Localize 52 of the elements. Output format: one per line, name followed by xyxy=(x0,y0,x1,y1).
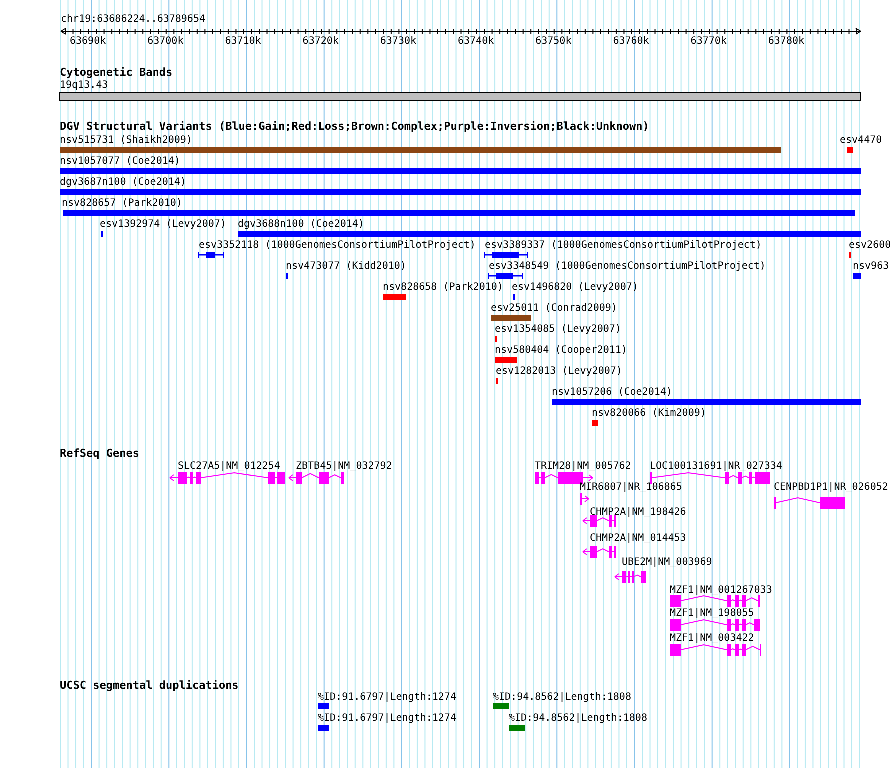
gene-label: CHMP2A|NM_014453 xyxy=(590,533,686,544)
variant-label: esv3389337 (1000GenomesConsortiumPilotProject) xyxy=(485,240,762,251)
variant-label: nsv580404 (Cooper2011) xyxy=(495,345,628,356)
tick-label: 63740k xyxy=(458,36,494,47)
tick-label: 63710k xyxy=(225,36,262,47)
gene-label: SLC27A5|NM_012254 xyxy=(178,461,280,472)
gene-label: MZF1|NM_198055 xyxy=(670,608,754,619)
coordinate-label: chr19:63686224..63789654 xyxy=(61,14,206,25)
tick-label: 63760k xyxy=(613,36,650,47)
variant-label: esv1392974 (Levy2007) xyxy=(100,219,226,230)
band-label: 19q13.43 xyxy=(60,80,108,91)
variant-label: esv1496820 (Levy2007) xyxy=(512,282,638,293)
gene-label: CENPBD1P1|NR_026052 xyxy=(774,482,888,493)
variant-label: dgv3688n100 (Coe2014) xyxy=(238,219,364,230)
tick-label: 63700k xyxy=(148,36,184,47)
variant-label: esv25011 (Conrad2009) xyxy=(491,303,618,314)
variant-label: esv1282013 (Levy2007) xyxy=(496,366,622,377)
tick-label: 63780k xyxy=(768,36,805,47)
tick-label: 63720k xyxy=(302,36,339,47)
variant-label: esv3348549 (1000GenomesConsortiumPilotProject) xyxy=(489,261,766,272)
track-title: Cytogenetic Bands xyxy=(60,67,173,78)
variant-label: nsv828657 (Park2010) xyxy=(62,198,182,209)
variant-label: esv1354085 (Levy2007) xyxy=(495,324,622,335)
tick-label: 63690k xyxy=(70,36,106,47)
variant-label: esv4470 xyxy=(840,135,882,146)
gene-label: UBE2M|NM_003969 xyxy=(622,557,712,568)
tick-label: 63730k xyxy=(380,36,417,47)
variant-label: nsv473077 (Kidd2010) xyxy=(286,261,406,272)
gene-label: ZBTB45|NM_032792 xyxy=(296,461,392,472)
duplication-label: %ID:91.6797|Length:1274 xyxy=(318,692,456,703)
gene-label: LOC100131691|NR_027334 xyxy=(650,461,782,472)
variant-label: dgv3687n100 (Coe2014) xyxy=(60,177,186,188)
gene-label: MZF1|NM_003422 xyxy=(670,633,754,644)
tick-label: 63770k xyxy=(690,36,727,47)
duplication-label: %ID:94.8562|Length:1808 xyxy=(493,692,632,703)
track-title: UCSC segmental duplications xyxy=(60,680,239,691)
variant-label: nsv963 xyxy=(853,261,890,272)
track-title: DGV Structural Variants (Blue:Gain;Red:Loss;Brown:Complex;Purple:Inversion;Black:Unknown) xyxy=(60,121,650,132)
variant-label: nsv820066 (Kim2009) xyxy=(592,408,706,419)
variant-label: nsv515731 (Shaikh2009) xyxy=(60,135,192,146)
duplication-label: %ID:91.6797|Length:1274 xyxy=(318,713,456,724)
variant-label: esv3352118 (1000GenomesConsortiumPilotProject) xyxy=(199,240,476,251)
gene-label: MZF1|NM_001267033 xyxy=(670,585,772,596)
gene-label: MIR6807|NR_106865 xyxy=(580,482,682,493)
variant-label: nsv1057077 (Coe2014) xyxy=(60,156,180,167)
variant-label: nsv828658 (Park2010) xyxy=(383,282,504,293)
track-title: RefSeq Genes xyxy=(60,448,140,459)
duplication-label: %ID:94.8562|Length:1808 xyxy=(509,713,648,724)
variant-label: nsv1057206 (Coe2014) xyxy=(552,387,672,398)
gene-label: TRIM28|NM_005762 xyxy=(535,461,632,472)
tick-label: 63750k xyxy=(536,36,572,47)
gene-label: CHMP2A|NM_198426 xyxy=(590,507,686,518)
